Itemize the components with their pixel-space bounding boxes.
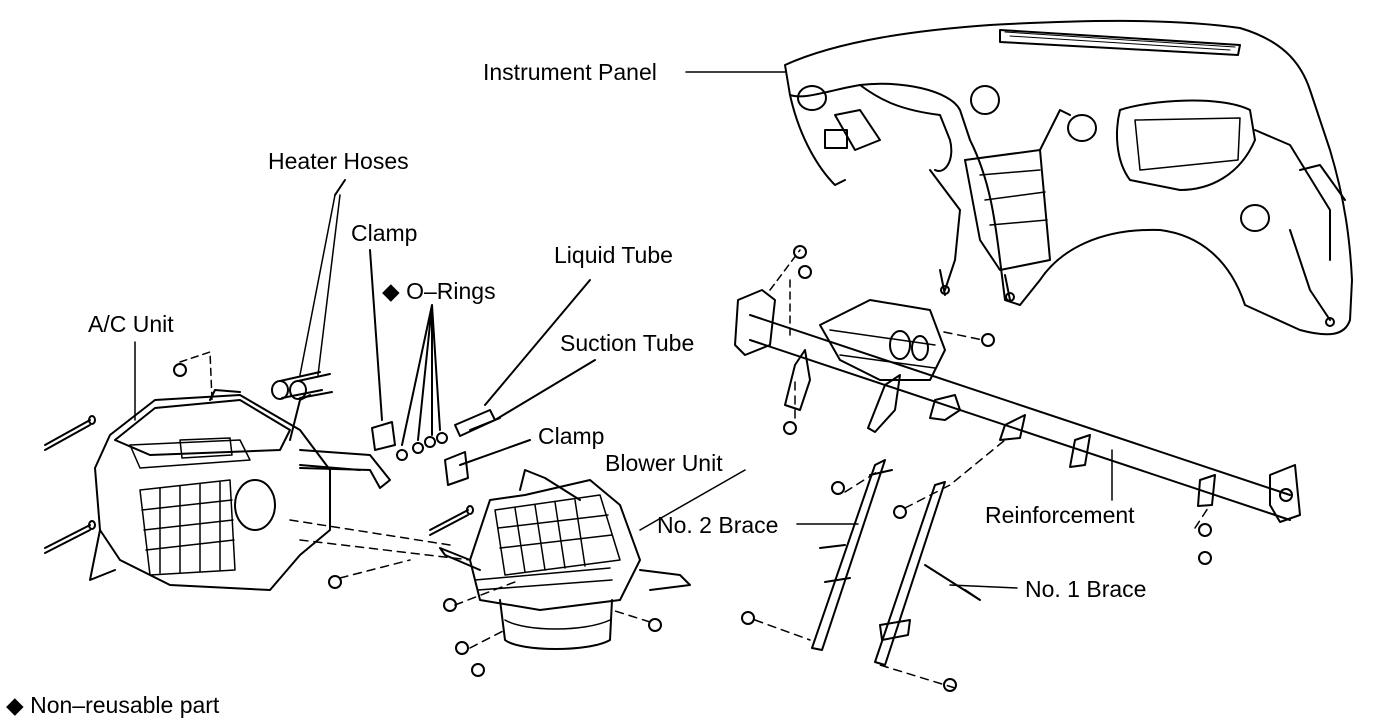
- blower-unit-label: Blower Unit: [605, 450, 723, 476]
- no2-brace-label: No. 2 Brace: [657, 512, 779, 538]
- heater-hoses-label: Heater Hoses: [268, 148, 409, 174]
- fasteners: [328, 245, 1212, 692]
- clamp-mid-label: Clamp: [538, 423, 605, 449]
- liquid-tube-label: Liquid Tube: [554, 242, 673, 268]
- o-rings-drawing: [396, 304, 448, 461]
- legend-non-reusable-text: Non–reusable part: [30, 692, 220, 718]
- ac-unit-label: A/C Unit: [88, 311, 174, 337]
- no2-brace-drawing: [811, 459, 893, 651]
- suction-tube-label: Suction Tube: [560, 330, 695, 356]
- o-rings-label: ◆ O–Rings: [382, 280, 496, 303]
- tubes-drawing: [454, 279, 596, 437]
- clamp-mid-drawing: [444, 439, 531, 486]
- o-rings-text: O–Rings: [406, 278, 496, 304]
- instrument-panel-label: Instrument Panel: [483, 59, 657, 85]
- clamp-top-drawing: [369, 249, 396, 451]
- reinforcement-drawing: [734, 249, 1301, 523]
- no1-brace-label: No. 1 Brace: [1025, 576, 1147, 602]
- alignment-lines: [289, 331, 1211, 689]
- heater-hoses-drawing: [271, 179, 346, 400]
- ac-unit-screws: [44, 415, 474, 554]
- clamp-top-label: Clamp: [351, 220, 418, 246]
- leader-lines: [134, 71, 1113, 589]
- instrument-panel-drawing: [784, 19, 1353, 336]
- legend-non-reusable: ◆ Non–reusable part: [6, 694, 219, 717]
- non-reusable-marker-icon: ◆: [382, 278, 400, 304]
- ac-unit-drawing: [89, 351, 391, 591]
- no1-brace-drawing: [874, 481, 981, 666]
- blower-unit-drawing: [439, 469, 691, 650]
- legend-diamond-icon: ◆: [6, 692, 24, 718]
- reinforcement-label: Reinforcement: [985, 502, 1135, 528]
